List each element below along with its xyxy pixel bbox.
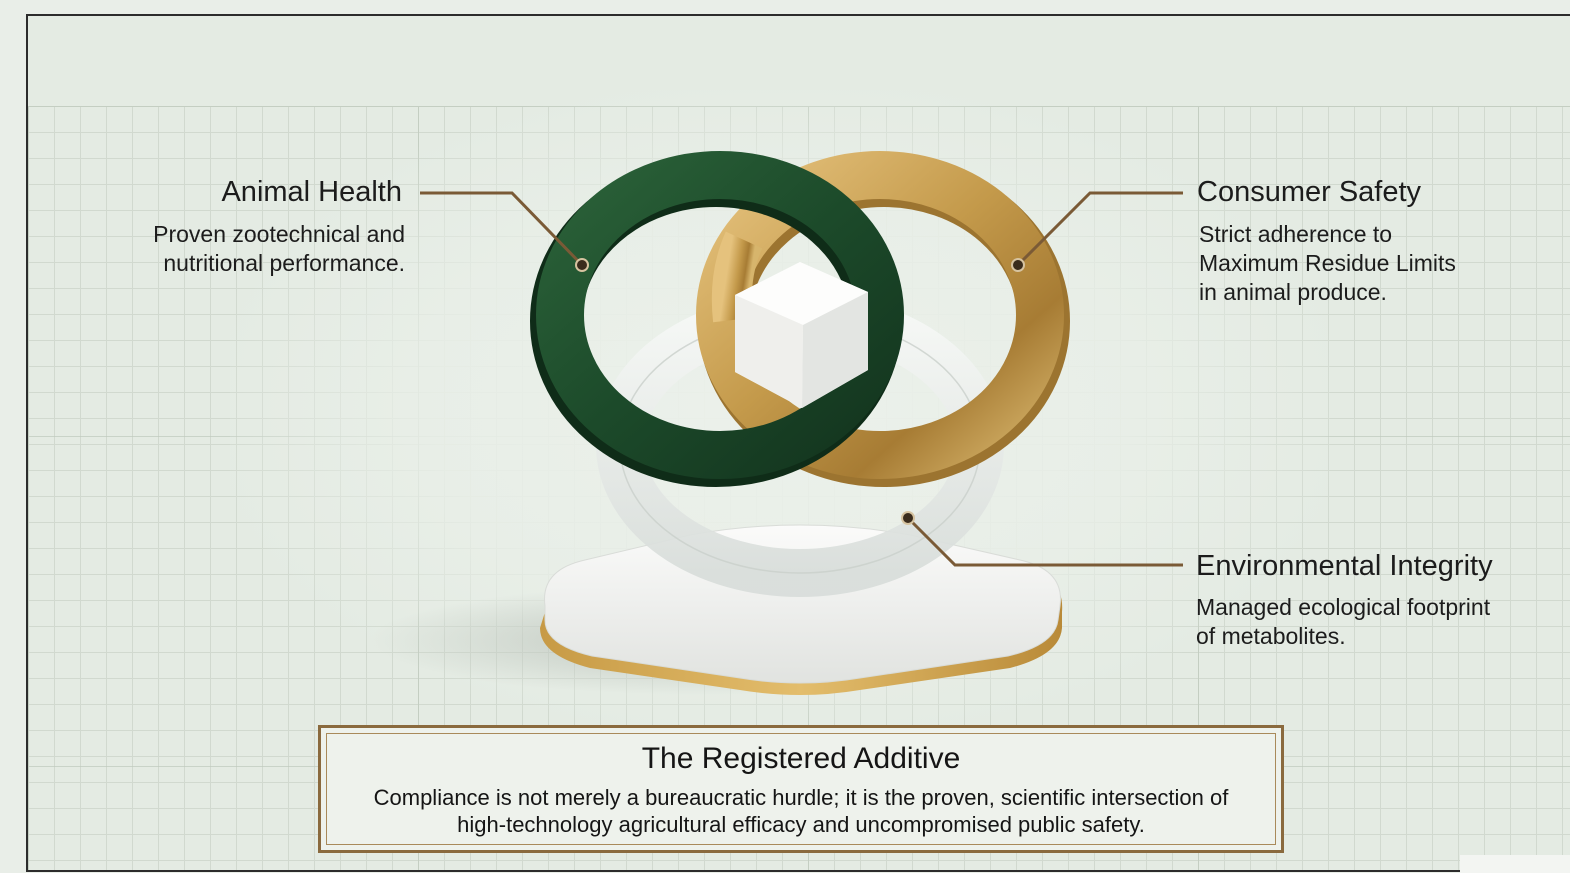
leader-dot-animal-health: [575, 258, 589, 272]
callout-body-line: high-technology agricultural efficacy an…: [457, 812, 1145, 837]
consumer-safety-desc-line: Maximum Residue Limits: [1199, 250, 1456, 276]
animal-health-description: Proven zootechnical and nutritional perf…: [153, 220, 405, 278]
consumer-safety-title: Consumer Safety: [1197, 176, 1422, 208]
leader-line-animal-health: [420, 191, 584, 267]
consumer-safety-desc-line: Strict adherence to: [1199, 221, 1393, 247]
callout-body-line: Compliance is not merely a bureaucratic …: [373, 785, 1229, 810]
leader-line-environmental: [906, 516, 1183, 567]
consumer-safety-description: Strict adherence to Maximum Residue Limi…: [1199, 220, 1456, 307]
leader-line-consumer-safety: [1016, 191, 1183, 267]
leader-dot-environmental: [901, 511, 915, 525]
environmental-integrity-desc-line: of metabolites.: [1196, 623, 1346, 649]
leader-lines: [420, 191, 1183, 567]
corner-highlight: [1460, 855, 1570, 873]
environmental-integrity-desc-line: Managed ecological footprint: [1196, 594, 1491, 620]
gold-ring-overlap: [711, 231, 763, 323]
environmental-integrity-title: Environmental Integrity: [1196, 550, 1493, 582]
green-ring: [530, 151, 904, 487]
callout-body: Compliance is not merely a bureaucratic …: [341, 784, 1261, 838]
center-cube: [735, 262, 868, 408]
leader-dot-consumer-safety: [1011, 258, 1025, 272]
animal-health-desc-line: Proven zootechnical and: [153, 221, 405, 247]
environmental-integrity-description: Managed ecological footprint of metaboli…: [1196, 593, 1490, 651]
callout-title: The Registered Additive: [641, 742, 961, 775]
leader-dots: [575, 258, 1025, 525]
consumer-safety-desc-line: in animal produce.: [1199, 279, 1387, 305]
registered-additive-callout: The Registered Additive Compliance is no…: [318, 725, 1284, 853]
animal-health-title: Animal Health: [221, 176, 402, 208]
animal-health-desc-line: nutritional performance.: [163, 250, 405, 276]
